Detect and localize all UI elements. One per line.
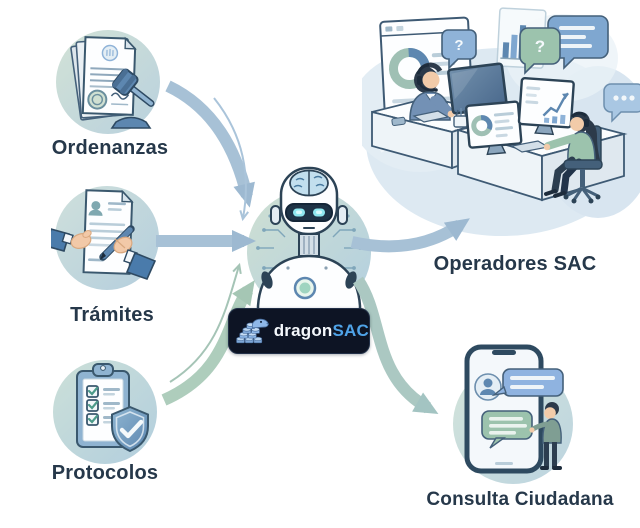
monitor-donut	[465, 100, 523, 156]
ordenanzas-illustration	[56, 30, 160, 134]
logo-text-primary: dragon	[273, 321, 333, 340]
consulta-label: Consulta Ciudadana	[426, 489, 614, 510]
consulta-ciudadana-illustration	[453, 344, 573, 484]
phone-on-desk	[391, 116, 406, 127]
question-mark: ?	[535, 37, 545, 56]
monitor-linechart	[517, 77, 575, 136]
robot-visor	[285, 203, 333, 222]
chat-bubble-reply	[481, 410, 533, 449]
operadores-label: Operadores SAC	[433, 253, 597, 275]
robot-head	[270, 166, 348, 236]
checklist	[86, 385, 120, 426]
citizen-person	[529, 402, 562, 470]
operator-left	[409, 62, 455, 121]
operator-right	[543, 111, 603, 204]
pen-tip	[100, 252, 106, 260]
tramites-illustration	[51, 186, 159, 290]
logo-text-secondary: SAC	[332, 321, 369, 340]
chat-bubble-lines	[547, 15, 609, 70]
dragon-head	[251, 318, 269, 329]
dragon-coins-icon	[236, 318, 270, 344]
headset-icon	[416, 63, 430, 75]
form-avatar	[88, 201, 103, 216]
ordinance-document	[81, 36, 137, 116]
official-seal	[87, 89, 108, 110]
chat-avatar	[474, 373, 502, 401]
protocolos-illustration	[53, 360, 157, 464]
headset-icon	[570, 111, 588, 118]
keyboard-left	[412, 110, 450, 123]
question-mark: ?	[454, 37, 463, 54]
ai-robot-illustration	[247, 166, 371, 332]
logo-wordmark: dragonSAC	[274, 321, 369, 341]
pen-cup	[453, 108, 468, 128]
shield-check-icon	[111, 405, 149, 453]
office-chair	[563, 159, 603, 204]
phone-notch	[492, 350, 516, 355]
ordenanzas-label: Ordenanzas	[51, 137, 169, 159]
question-bubble-blue: ?	[441, 29, 477, 70]
robot-neck	[298, 233, 320, 257]
tramites-label: Trámites	[70, 304, 154, 326]
question-bubble-green: ?	[519, 27, 561, 75]
home-indicator	[495, 462, 513, 465]
typing-dots-bubble	[603, 83, 640, 123]
gavel-base	[110, 116, 152, 129]
signature	[110, 92, 130, 100]
smartphone	[464, 344, 564, 474]
dragonsac-logo: dragonSAC	[228, 308, 370, 354]
gavel-icon	[110, 68, 155, 129]
municipal-crest	[101, 44, 119, 62]
left-hand	[51, 228, 92, 252]
right-hand-with-pen	[99, 225, 157, 280]
brain-icon	[289, 169, 329, 197]
protocolos-label: Protocolos	[51, 462, 159, 484]
chat-bubble-incoming	[491, 368, 564, 397]
operadores-sac-illustration: ? ?	[362, 7, 640, 236]
